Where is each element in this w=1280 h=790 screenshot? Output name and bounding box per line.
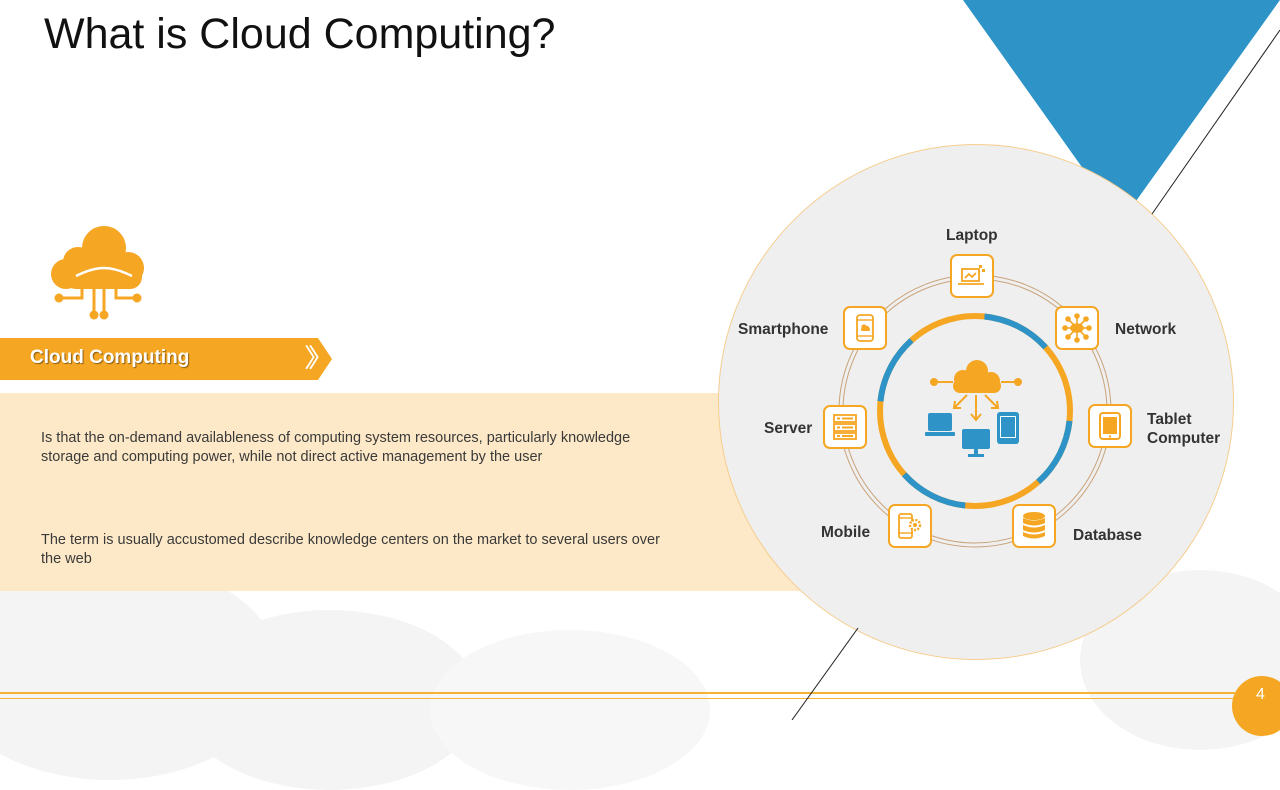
node-network (1055, 306, 1099, 350)
laptop-icon (957, 263, 987, 289)
server-icon (832, 413, 858, 441)
node-tablet (1088, 404, 1132, 448)
decorative-triangle (963, 0, 1280, 222)
section-label: Cloud Computing (30, 347, 190, 368)
diagram-rings (838, 274, 1112, 548)
bullet-text: Is that the on-demand availableness of c… (41, 430, 631, 465)
page-number: 4 (1256, 686, 1265, 703)
network-icon (1062, 313, 1092, 343)
mobile-settings-icon (896, 511, 924, 541)
node-mobile (888, 504, 932, 548)
description-panel (0, 393, 820, 591)
node-label: Smartphone (738, 321, 829, 338)
node-label: Server (764, 420, 813, 437)
footer-rule (0, 692, 1235, 694)
node-smartphone (843, 306, 887, 350)
node-laptop (950, 254, 994, 298)
node-server (823, 405, 867, 449)
database-icon (1021, 511, 1047, 541)
footer-rule (0, 698, 1235, 699)
cloud-computing-icon (46, 222, 146, 322)
bullet-text: The term is usually accustomed describe … (41, 532, 660, 567)
smartphone-icon (854, 313, 876, 343)
node-label: Network (1115, 321, 1177, 338)
node-label: Laptop (946, 227, 998, 244)
cloud-devices-icon (925, 357, 1025, 462)
node-label: Tablet Computer (1147, 411, 1221, 447)
section-banner (0, 338, 332, 380)
tablet-icon (1098, 411, 1122, 441)
diagonal-line (791, 29, 1280, 720)
node-database (1012, 504, 1056, 548)
slide-title: What is Cloud Computing? (44, 10, 556, 58)
node-label: Database (1073, 527, 1142, 544)
node-label: Mobile (821, 524, 871, 541)
